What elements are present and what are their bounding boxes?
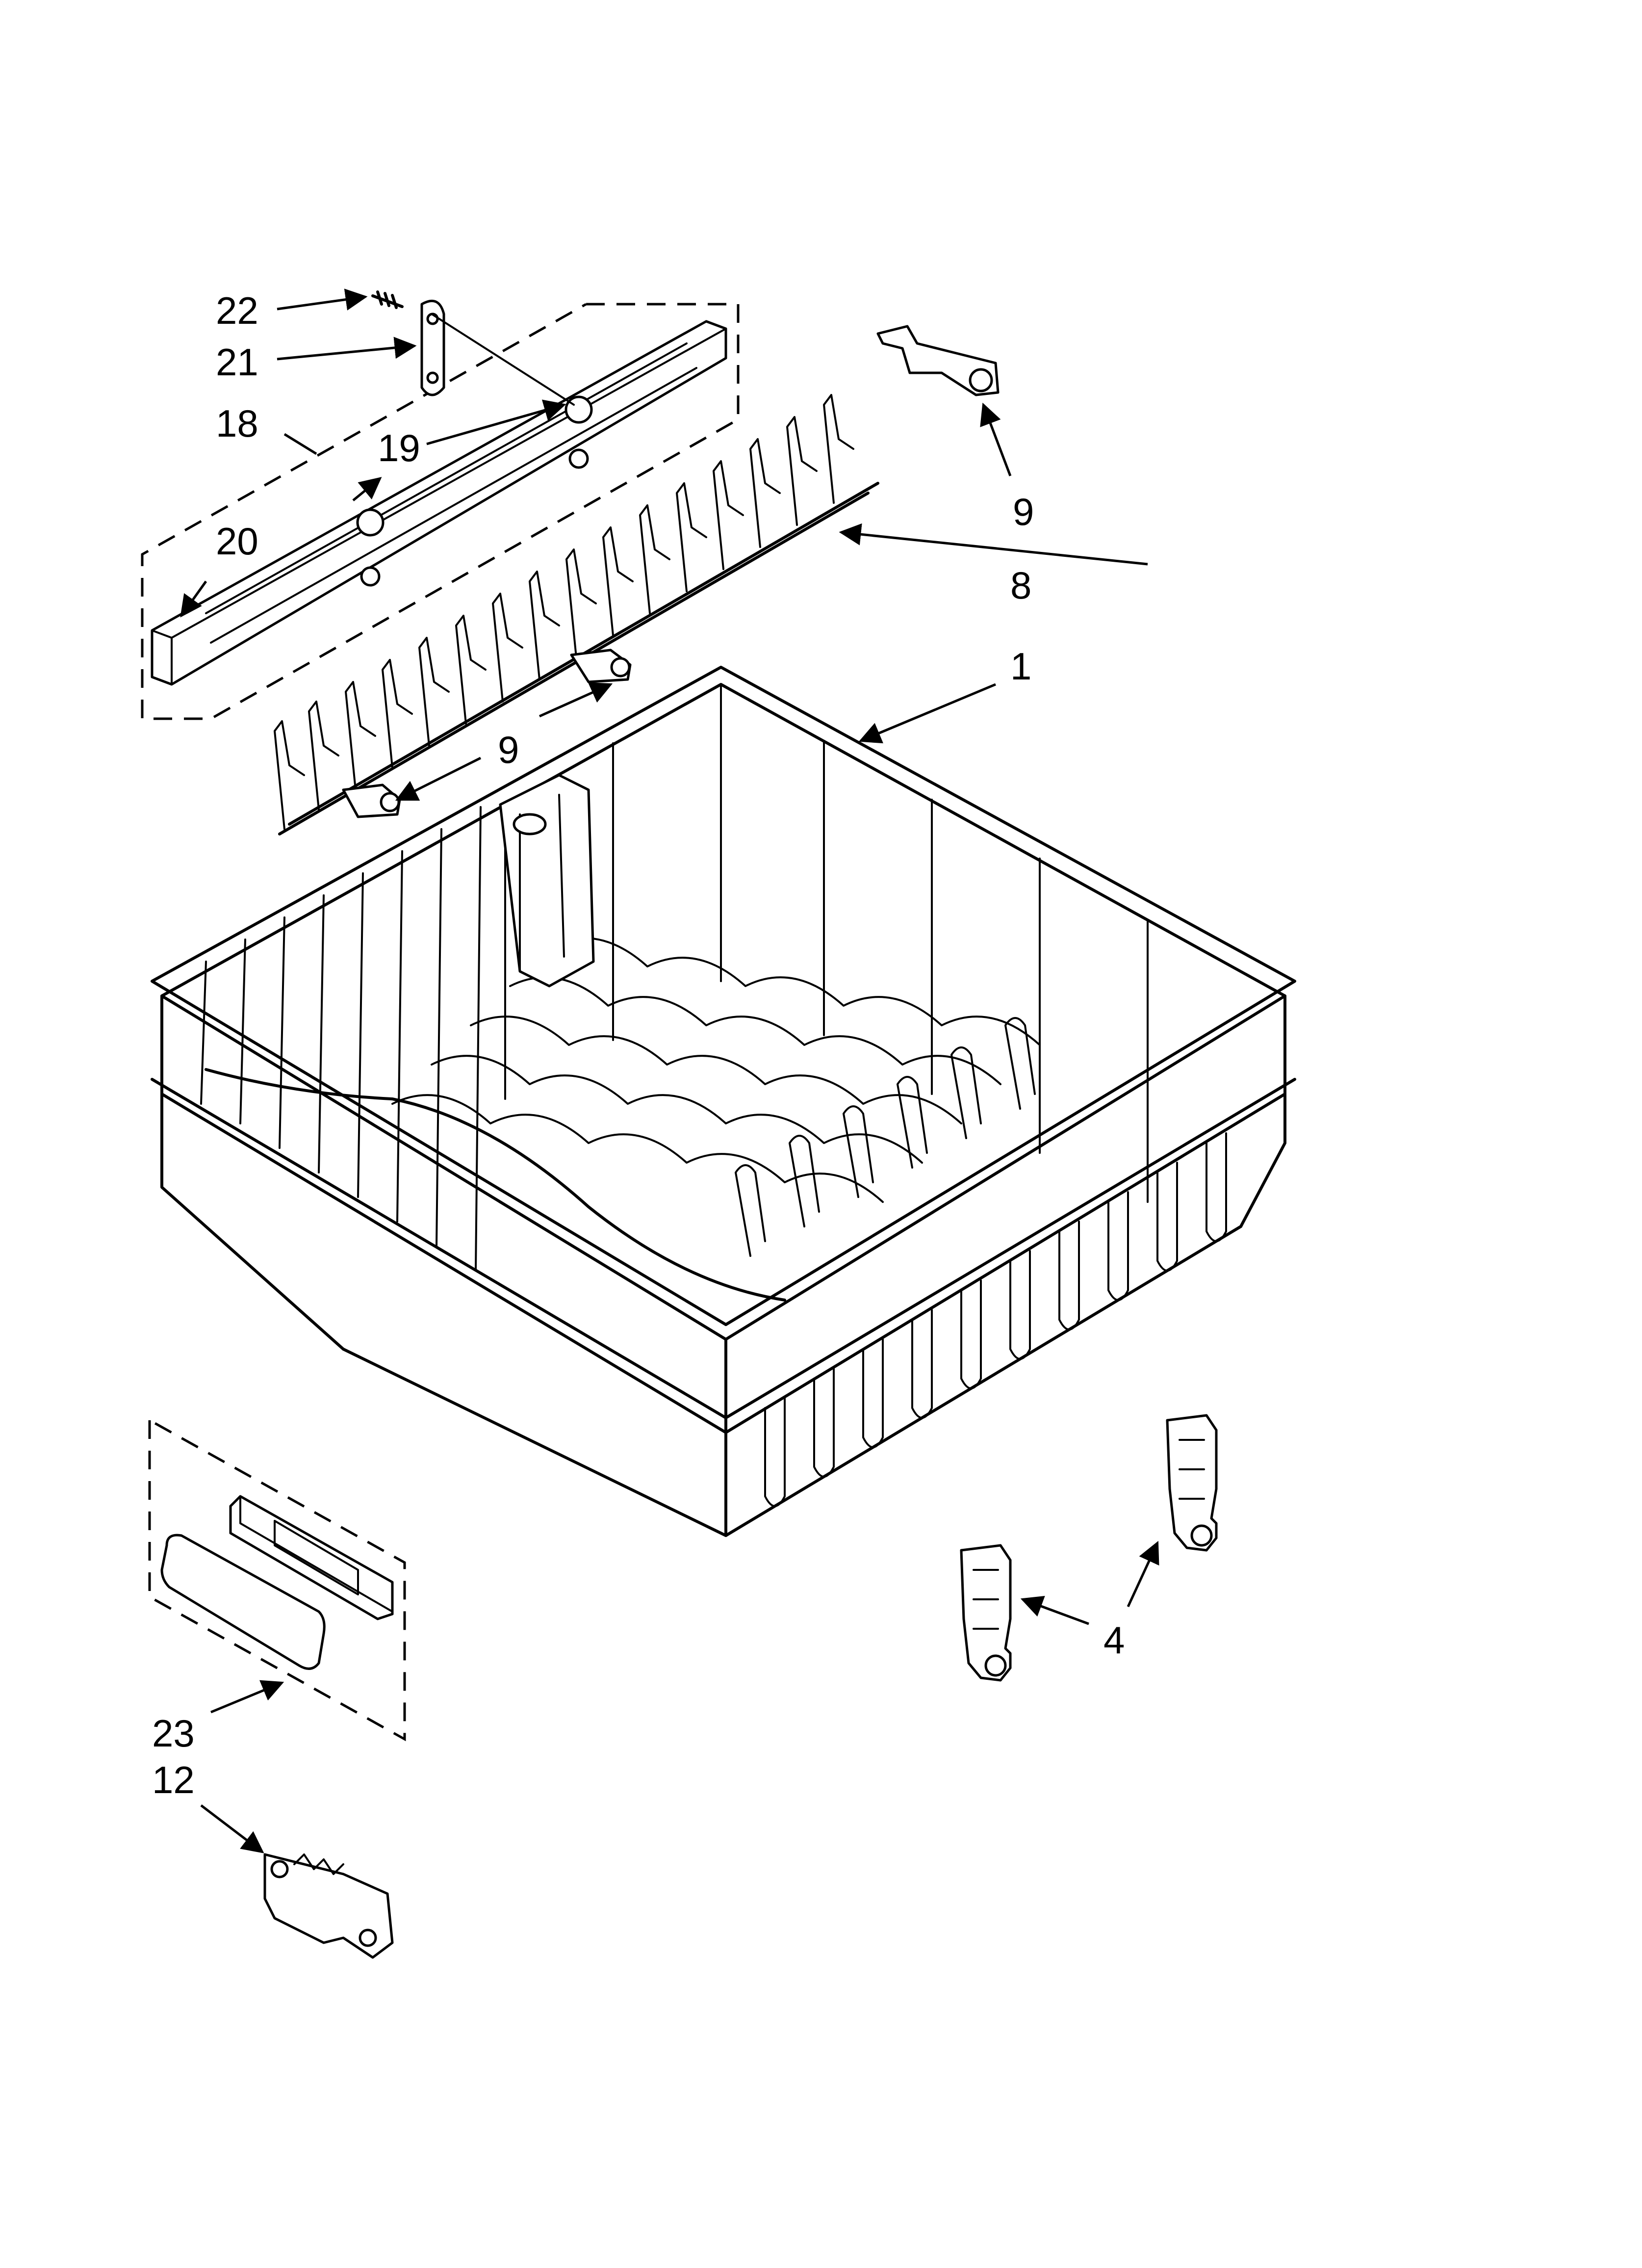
handle-cover [160,1534,326,1670]
tine-clip-top-right [876,325,1000,396]
leader-lines [180,288,1159,1853]
handle-assembly-group [148,1418,406,1742]
callout-19: 19 [378,426,420,469]
callout-23: 23 [152,1712,195,1755]
callout-20: 20 [216,520,258,563]
spring-pin [371,290,404,309]
callout-9-top: 9 [1013,490,1034,533]
handle-dashed-outline [148,1418,406,1742]
callout-22: 22 [216,289,258,332]
callout-9-mid: 9 [498,728,519,771]
rack-adjuster-left [960,1544,1012,1682]
wash-manifold [499,774,595,988]
assembly-dashed-outline [141,303,740,720]
callout-labels: 22 21 18 19 20 9 8 1 9 4 23 12 [152,289,1125,1801]
dish-rack [151,666,1296,1537]
callout-12: 12 [152,1758,195,1801]
rack-bracket [263,1853,394,1959]
callout-8: 8 [1010,564,1031,607]
callout-18: 18 [216,402,258,445]
tine-assembly-group [141,290,740,720]
handle-bracket [229,1495,394,1620]
callout-4: 4 [1103,1618,1125,1662]
pivot-clip-lower [356,508,385,537]
rack-adjuster-right [1166,1414,1218,1552]
tine-clip-left [342,783,401,818]
callout-21: 21 [216,340,258,384]
pivot-clip-upper [564,395,593,424]
callout-1: 1 [1010,645,1031,688]
tine-clip-center [570,649,632,683]
link-plate [420,299,445,396]
